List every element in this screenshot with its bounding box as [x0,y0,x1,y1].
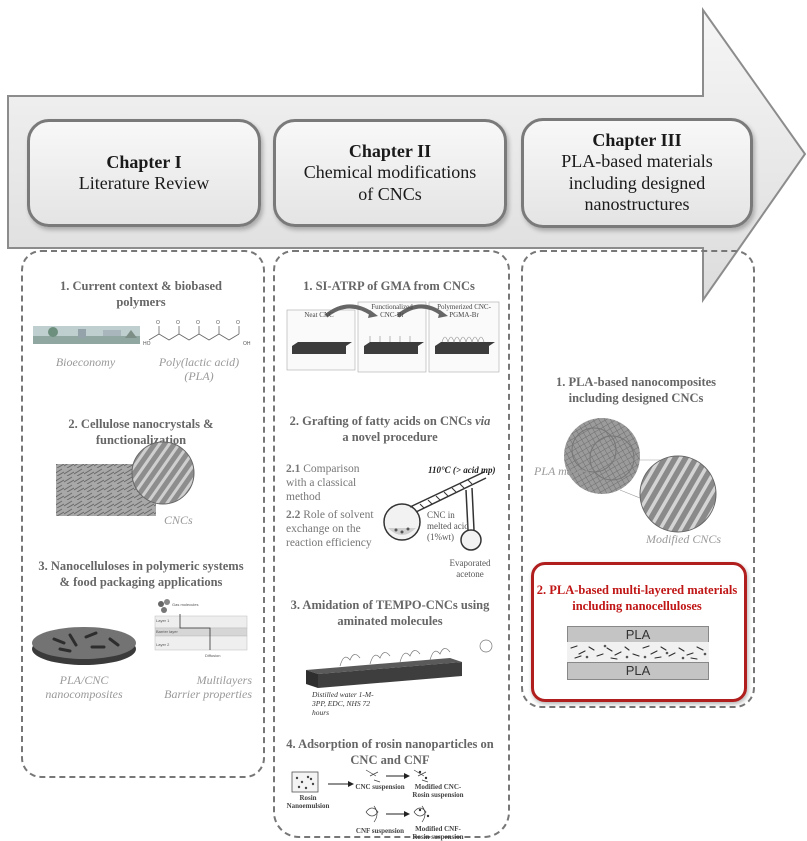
chapter-1-title: Literature Review [78,172,210,193]
svg-text:HO: HO [143,341,151,347]
chapter-3-title-line-3: nanostructures [584,194,690,215]
svg-text:Layer 1: Layer 1 [156,618,170,623]
chapter-2-number: Chapter II [348,140,432,161]
rosin-label-nanoemulsion: Rosin Nanoemulsion [286,794,330,810]
rosin-label-modified-cnf: Modified CNF-Rosin suspension [412,825,464,841]
rosin-adsorption-scheme [291,769,430,823]
reaction-setup-image [383,471,487,551]
temperature-label: 110°C (> acid mp) [428,465,496,475]
si-atrp-scheme [286,301,500,373]
highlight-multilayer-box [531,562,747,702]
pla-structure-image: HO O O O O O OH [143,320,251,347]
rosin-label-cnc-suspension: CNC suspension [355,783,405,791]
ch1-section-1-title: 1. Current context & biobased polymers [60,279,222,309]
chapter-1-box: Chapter I Literature Review [27,119,261,227]
amidation-scheme [306,639,493,688]
svg-text:Layer 2: Layer 2 [156,642,170,647]
rosin-label-cnf-suspension: CNF suspension [355,827,405,835]
chapter-2-title-line-2: of CNCs [358,183,422,204]
svg-text:OH: OH [243,341,251,347]
zoom-connector-lines [604,459,660,499]
pla-matrix-image [564,418,640,494]
bioeconomy-image [33,326,140,344]
subsection-2-2-number: 2.2 [286,509,301,521]
column-chapter-2 [273,250,510,838]
chapter-3-title-line-2: including designed [568,172,706,193]
caption-cncs: CNCs [164,513,193,527]
svg-text:Barrier layer: Barrier layer [156,629,178,634]
ch2-subsection-2-1: 2.1 Comparison with a classical method [286,463,378,504]
cnc-zoom-circle [131,441,195,505]
caption-bioeconomy: Bioeconomy [55,355,116,369]
ch2-s2-title-via: via [475,414,491,428]
svg-text:Gas molecules: Gas molecules [172,602,198,607]
ch1-section-3-title: 3. Nanocelluloses in polymeric systems &… [38,559,244,589]
cnc-in-acid-label: CNC in melted acid (1%wt) [427,510,469,542]
svg-text:O: O [156,320,160,326]
pla-cnc-disc-image [32,627,136,665]
ch2-section-1-title: 1. SI-ATRP of GMA from CNCs [303,279,475,293]
atrp-label-functionalized: Functionalized CNC-Br [371,303,413,319]
caption-modified-cncs: Modified CNCs [646,532,722,546]
caption-pla-matrix: PLA matrix [534,464,590,478]
pla-bottom-layer: PLA [567,662,709,680]
atrp-label-neat: Neat CNC [304,311,334,319]
svg-text:Diffusion: Diffusion [205,653,221,658]
subsection-2-1-number: 2.1 [286,463,301,475]
chapter-1-number: Chapter I [106,151,182,172]
nanocellulose-layer [567,642,709,662]
modified-cncs-zoom-circle [639,455,717,533]
ch3-section-1-title: 1. PLA-based nanocomposites including de… [555,375,717,405]
chapter-3-title-line-1: PLA-based materials [561,151,713,172]
svg-text:O: O [196,320,200,326]
column-chapter-1 [21,250,265,778]
column-chapter-3 [521,250,755,708]
svg-text:O: O [236,320,240,326]
chapter-2-title-line-1: Chemical modifications [303,161,477,182]
caption-pla: Poly(lactic acid) (PLA) [158,355,240,384]
ch2-section-3-title: 3. Amidation of TEMPO-CNCs using aminate… [290,598,490,628]
chapter-3-number: Chapter III [592,130,682,151]
ch2-section-2-title: 2. Grafting of fatty acids on CNCs via a… [286,414,494,445]
chapter-2-box: Chapter II Chemical modifications of CNC… [273,119,507,227]
ch2-s2-title-post: a novel procedure [342,429,438,444]
caption-multilayers: Multilayers Barrier properties [164,673,252,702]
svg-text:O: O [176,320,180,326]
subsection-2-2-text: Role of solvent exchange on the reaction… [286,509,374,549]
amidation-conditions: Distilled water 1-M-3PP, EDC, NHS 72 hou… [312,690,374,717]
caption-pla-cnc: PLA/CNC nanocomposites [45,673,123,702]
rosin-label-modified-cnc: Modified CNC-Rosin suspension [412,783,464,799]
ch2-s2-title-pre: 2. Grafting of fatty acids on CNCs [289,414,476,428]
chapter-3-box: Chapter III PLA-based materials includin… [521,118,753,228]
atrp-label-polymerized: Polymerized CNC-PGMA-Br [437,303,491,319]
ch2-section-4-title: 4. Adsorption of rosin nanoparticles on … [286,737,494,767]
ch3-section-2-title: 2. PLA-based multi-layered materials inc… [536,583,738,613]
subsection-2-1-text: Comparison with a classical method [286,463,360,503]
evaporated-acetone-label: Evaporated acetone [449,558,491,579]
ch2-subsection-2-2: 2.2 Role of solvent exchange on the reac… [286,509,378,550]
svg-text:O: O [216,320,220,326]
multilayer-barrier-image: Gas molecules Layer 1 Barrier layer Laye… [154,599,248,658]
